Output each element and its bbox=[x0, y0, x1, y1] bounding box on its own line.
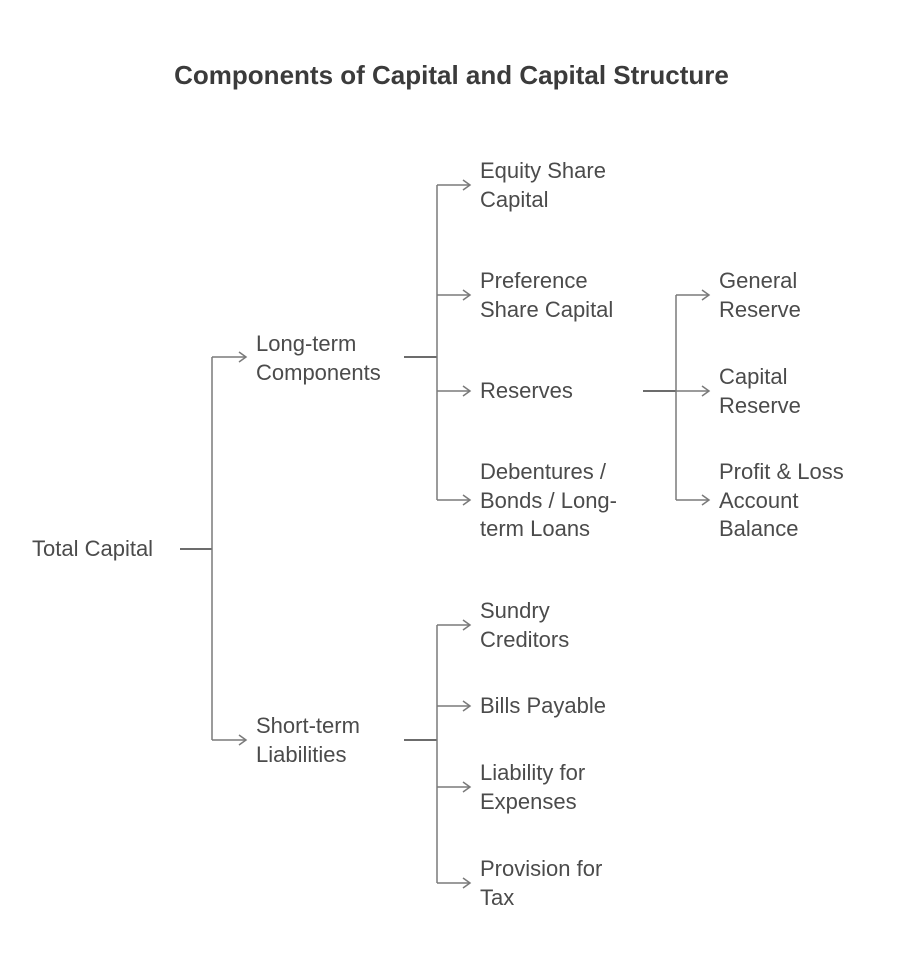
node-bills-payable: Bills Payable bbox=[480, 693, 606, 718]
node-debentures-bonds-loans: Debentures / Bonds / Long- term Loans bbox=[480, 459, 617, 541]
node-liability-for-expenses: Liability for Expenses bbox=[480, 760, 586, 814]
node-profit-loss-balance: Profit & Loss Account Balance bbox=[719, 459, 844, 541]
node-provision-for-tax: Provision for Tax bbox=[480, 856, 603, 910]
node-preference-share-capital: Preference Share Capital bbox=[480, 268, 614, 322]
diagram-title: Components of Capital and Capital Struct… bbox=[174, 60, 729, 90]
node-equity-share-capital: Equity Share Capital bbox=[480, 158, 606, 212]
node-reserves: Reserves bbox=[480, 378, 573, 403]
node-sundry-creditors: Sundry Creditors bbox=[480, 598, 570, 652]
node-short-term-liabilities: Short-term Liabilities bbox=[256, 713, 360, 767]
node-long-term-components: Long-term Components bbox=[256, 331, 381, 385]
node-general-reserve: General Reserve bbox=[719, 268, 801, 322]
node-total-capital: Total Capital bbox=[32, 536, 154, 561]
node-capital-reserve: Capital Reserve bbox=[719, 364, 801, 418]
